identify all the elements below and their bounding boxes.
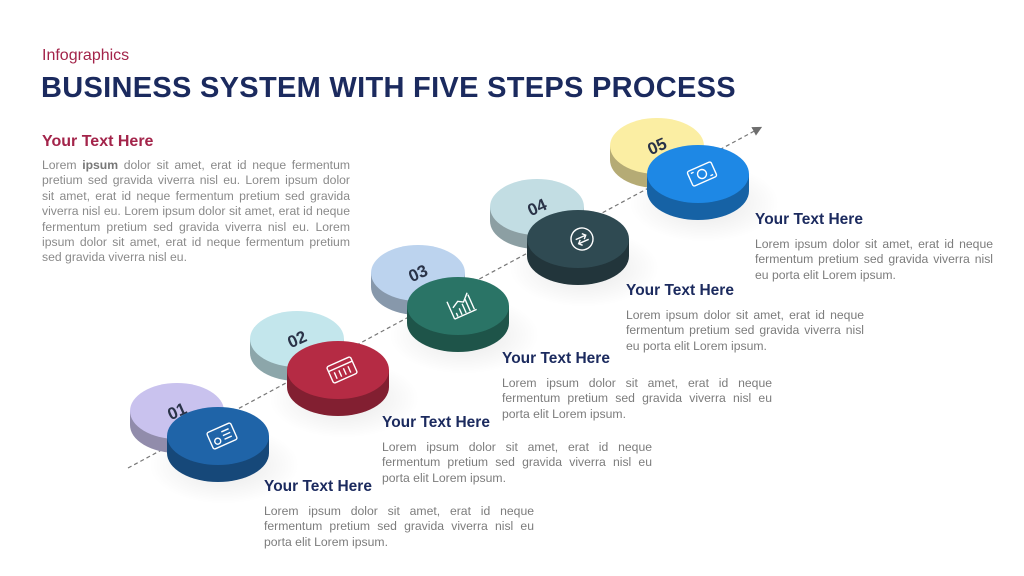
- step-heading-03: Your Text Here: [502, 350, 610, 367]
- step-03: 03: [371, 245, 539, 374]
- step-01: 01: [130, 383, 299, 504]
- intro-heading: Your Text Here: [42, 133, 154, 150]
- money-icon: [686, 161, 718, 187]
- intro-body-bold: ipsum: [82, 158, 119, 172]
- page-title: BUSINESS SYSTEM WITH FIVE STEPS PROCESS: [41, 72, 736, 104]
- step-heading-05: Your Text Here: [755, 211, 863, 228]
- step-color-disc-top: [287, 341, 389, 399]
- step-05: 05: [610, 118, 779, 242]
- step-body-03: Lorem ipsum dolor sit amet, erat id nequ…: [502, 376, 772, 421]
- step-color-disc-top: [167, 407, 269, 465]
- exchange-icon: [570, 227, 594, 251]
- intro-body-rest: dolor sit amet, erat id neque fermentum …: [42, 158, 350, 265]
- step-text-01: Your Text Here Lorem ipsum dolor sit ame…: [264, 478, 534, 550]
- step-body-04: Lorem ipsum dolor sit amet, erat id nequ…: [626, 308, 864, 353]
- step-heading-04: Your Text Here: [626, 282, 734, 299]
- step-heading-01: Your Text Here: [264, 478, 372, 495]
- step-04: 04: [490, 179, 659, 307]
- growth-chart-icon: [446, 292, 477, 320]
- document-list-icon: [206, 422, 238, 450]
- step-body-05: Lorem ipsum dolor sit amet, erat id nequ…: [755, 237, 993, 282]
- calendar-list-icon: [326, 356, 358, 384]
- intro-body-prefix: Lorem: [42, 158, 83, 172]
- step-body-01: Lorem ipsum dolor sit amet, erat id nequ…: [264, 504, 534, 549]
- step-text-05: Your Text Here Lorem ipsum dolor sit ame…: [755, 211, 993, 283]
- supertitle: Infographics: [42, 47, 130, 64]
- intro-body: Lorem ipsum dolor sit amet, erat id nequ…: [42, 158, 350, 266]
- step-body-02: Lorem ipsum dolor sit amet, erat id nequ…: [382, 440, 652, 485]
- step-text-04: Your Text Here Lorem ipsum dolor sit ame…: [626, 282, 864, 354]
- step-heading-02: Your Text Here: [382, 414, 490, 431]
- step-text-02: Your Text Here Lorem ipsum dolor sit ame…: [382, 414, 652, 486]
- step-text-03: Your Text Here Lorem ipsum dolor sit ame…: [502, 350, 772, 422]
- step-color-disc-top: [407, 277, 509, 335]
- step-02: 02: [250, 311, 419, 438]
